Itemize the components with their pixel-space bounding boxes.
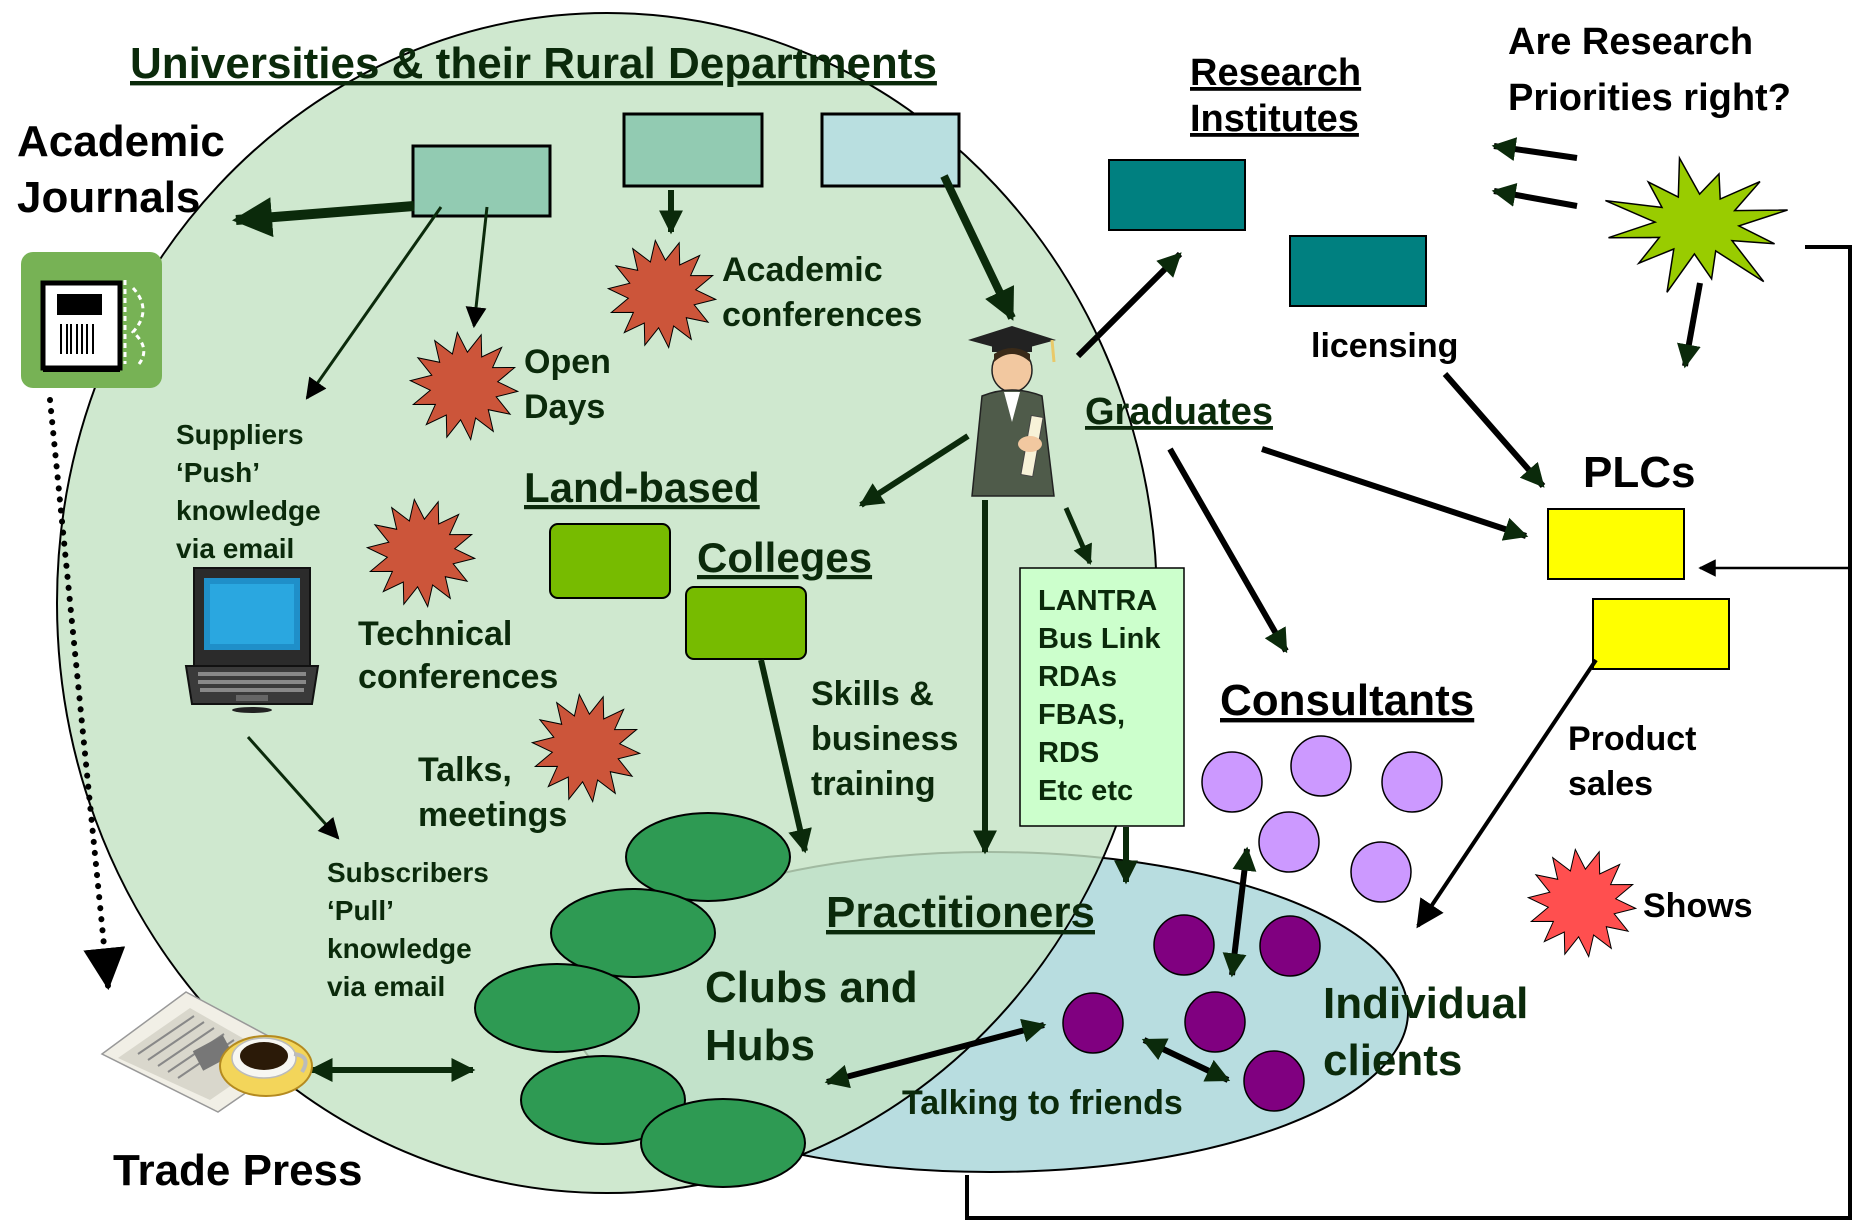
university-box-3 <box>820 112 961 188</box>
clubs-label-2: Hubs <box>705 1021 815 1070</box>
skills-label-1: Skills & <box>811 675 934 713</box>
shows-burst <box>1526 847 1638 959</box>
academic-conferences-label-1: Academic <box>722 251 883 289</box>
lantra-box <box>1019 567 1185 827</box>
open-days-burst <box>408 330 520 442</box>
client-circle <box>1062 992 1124 1054</box>
club-oval-4 <box>520 1055 686 1145</box>
research-question-label-1: Are Research <box>1508 21 1753 63</box>
lantra-label-2: Bus Link <box>1038 623 1161 655</box>
practitioners-label: Practitioners <box>826 888 1095 937</box>
plc-box-2 <box>1592 598 1730 670</box>
suppliers-label-4: via email <box>176 533 294 564</box>
subscribers-label-1: Subscribers <box>327 857 489 888</box>
technical-conferences-label-1: Technical <box>358 615 512 653</box>
universities-heading: Universities & their Rural Departments <box>130 39 937 88</box>
client-circle <box>1243 1050 1305 1112</box>
consultants-label: Consultants <box>1220 676 1474 725</box>
arrows <box>47 137 1703 1089</box>
open-days-label-2: Days <box>524 388 605 426</box>
club-oval-3 <box>474 963 640 1053</box>
clubs-label-1: Clubs and <box>705 963 918 1012</box>
club-oval-1 <box>625 812 791 902</box>
feedback-loop-line <box>965 245 1852 1220</box>
university-box-1 <box>411 144 552 218</box>
client-circle <box>1153 914 1215 976</box>
open-days-label-1: Open <box>524 343 611 381</box>
lantra-label-3: RDAs <box>1038 661 1117 693</box>
lantra-label-1: LANTRA <box>1038 585 1157 617</box>
club-oval-5 <box>640 1098 806 1188</box>
academic-journals-label-2: Journals <box>17 173 200 222</box>
consultant-circle <box>1258 811 1320 873</box>
book-icon <box>21 252 162 388</box>
colleges-label: Colleges <box>697 534 872 581</box>
graduates-label: Graduates <box>1085 391 1273 433</box>
newspaper-coffee-icon <box>100 991 313 1113</box>
lantra-label-4: FBAS, <box>1038 699 1125 731</box>
research-institutes-label-1: Research <box>1190 52 1361 94</box>
lantra-label-5: RDS <box>1038 737 1099 769</box>
subscribers-label-4: via email <box>327 971 445 1002</box>
land-based-label: Land-based <box>524 464 760 511</box>
college-box-2 <box>685 586 807 660</box>
client-circle <box>1259 915 1321 977</box>
college-box-1 <box>549 523 671 599</box>
consultant-circle <box>1290 735 1352 797</box>
shows-label: Shows <box>1643 887 1753 925</box>
research-question-label-2: Priorities right? <box>1508 77 1791 119</box>
suppliers-label-1: Suppliers <box>176 419 304 450</box>
client-circle <box>1184 991 1246 1053</box>
club-oval-2 <box>550 888 716 978</box>
talks-meetings-burst <box>530 692 642 804</box>
plc-box-1 <box>1547 508 1685 580</box>
laptop-icon <box>184 567 320 713</box>
product-sales-label-1: Product <box>1568 720 1696 758</box>
research-box-1 <box>1108 159 1246 231</box>
graduate-figure-icon <box>968 326 1056 497</box>
technical-conferences-burst <box>365 497 477 609</box>
trade-press-label: Trade Press <box>113 1146 363 1195</box>
talks-label-2: meetings <box>418 796 567 834</box>
research-institutes-label-2: Institutes <box>1190 98 1359 140</box>
lantra-label-6: Etc etc <box>1038 775 1133 807</box>
talking-to-friends-label: Talking to friends <box>902 1084 1183 1122</box>
text-labels: Universities & their Rural Departments A… <box>17 21 1791 1195</box>
consultant-circle <box>1350 841 1412 903</box>
subscribers-label-2: ‘Pull’ <box>327 895 394 926</box>
academic-journals-label-1: Academic <box>17 117 225 166</box>
consultant-circle <box>1381 751 1443 813</box>
suppliers-label-2: ‘Push’ <box>176 457 260 488</box>
individual-clients-label-1: Individual <box>1323 979 1528 1028</box>
talks-label-1: Talks, <box>418 751 512 789</box>
licensing-label: licensing <box>1311 327 1458 365</box>
plcs-label: PLCs <box>1583 448 1695 497</box>
skills-label-3: training <box>811 765 936 803</box>
consultant-circle <box>1201 751 1263 813</box>
academic-conferences-label-2: conferences <box>722 296 922 334</box>
product-sales-label-2: sales <box>1568 765 1653 803</box>
individual-clients-label-2: clients <box>1323 1036 1462 1085</box>
research-priorities-burst <box>1605 155 1788 293</box>
technical-conferences-label-2: conferences <box>358 658 558 696</box>
skills-label-2: business <box>811 720 958 758</box>
research-box-2 <box>1289 235 1427 307</box>
subscribers-label-3: knowledge <box>327 933 472 964</box>
university-box-2 <box>622 112 764 188</box>
academic-conferences-burst <box>606 238 718 350</box>
suppliers-label-3: knowledge <box>176 495 321 526</box>
